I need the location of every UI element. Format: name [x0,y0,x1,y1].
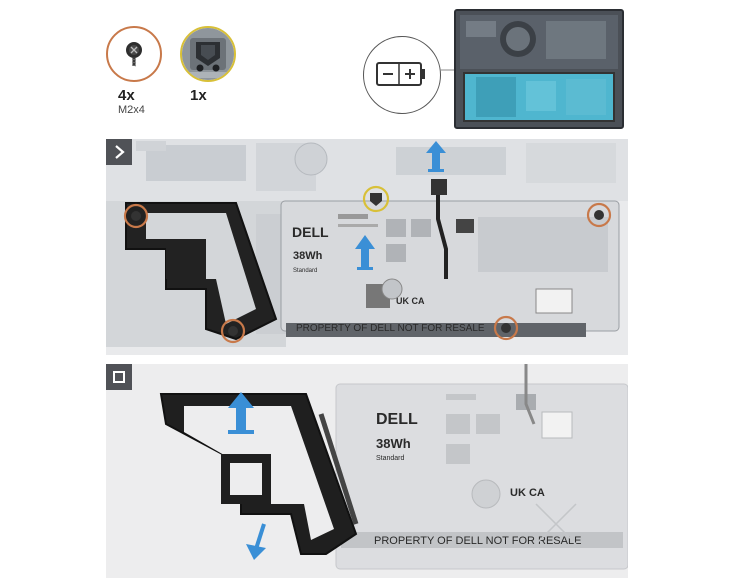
chevron-right-icon [115,145,125,159]
stop-square-icon [113,371,125,383]
capacity-step2: 38Wh [376,436,411,451]
battery-symbol-icon [376,62,425,86]
lift-bracket-arrow-icon [228,392,254,434]
grade-step1: Standard [293,268,317,274]
screw-spec: M2x4 [118,104,145,116]
clip-legend-circle [180,26,236,82]
screw-highlight-bottom-right [493,315,519,341]
clip-count: 1x [190,87,207,104]
slide-bracket-arrow-icon [246,523,266,560]
screw-highlight-top-right [586,202,612,228]
step-1-illustration: PROPERTY OF DELL NOT FOR RESALE DELL 38W… [106,139,628,347]
step-2-badge [106,364,132,390]
clip-highlight [362,185,390,213]
lift-arrow-icon [355,235,375,270]
step-1-panel: PROPERTY OF DELL NOT FOR RESALE DELL 38W… [106,139,628,355]
screw-highlight-top-left [123,203,149,229]
grade-step2: Standard [376,455,405,462]
step-1-badge [106,139,132,165]
screw-legend-circle [106,26,162,82]
laptop-overview-drawing [456,11,622,127]
ukca-step2: UK CA [510,487,545,499]
step-2-panel: DELL 38Wh Standard UK CA PROPERTY OF DEL… [106,364,628,578]
ukca-step1: UK CA [396,296,425,306]
property-label-step2: PROPERTY OF DELL NOT FOR RESALE [374,535,581,547]
dell-logo-step1: DELL [292,224,329,240]
laptop-overview-thumbnail [454,9,624,129]
battery-cable-clip-icon [182,28,234,80]
dell-logo-step2: DELL [376,411,418,428]
property-label-step1: PROPERTY OF DELL NOT FOR RESALE [296,323,485,334]
screw-count: 4x [118,87,135,104]
capacity-step1: 38Wh [293,250,323,262]
screw-icon [126,42,142,67]
step-2-illustration: DELL 38Wh Standard UK CA PROPERTY OF DEL… [106,364,628,570]
battery-symbol-circle [363,36,441,114]
screw-highlight-bottom-left [220,318,246,344]
disconnect-cable-arrow-icon [426,141,446,172]
